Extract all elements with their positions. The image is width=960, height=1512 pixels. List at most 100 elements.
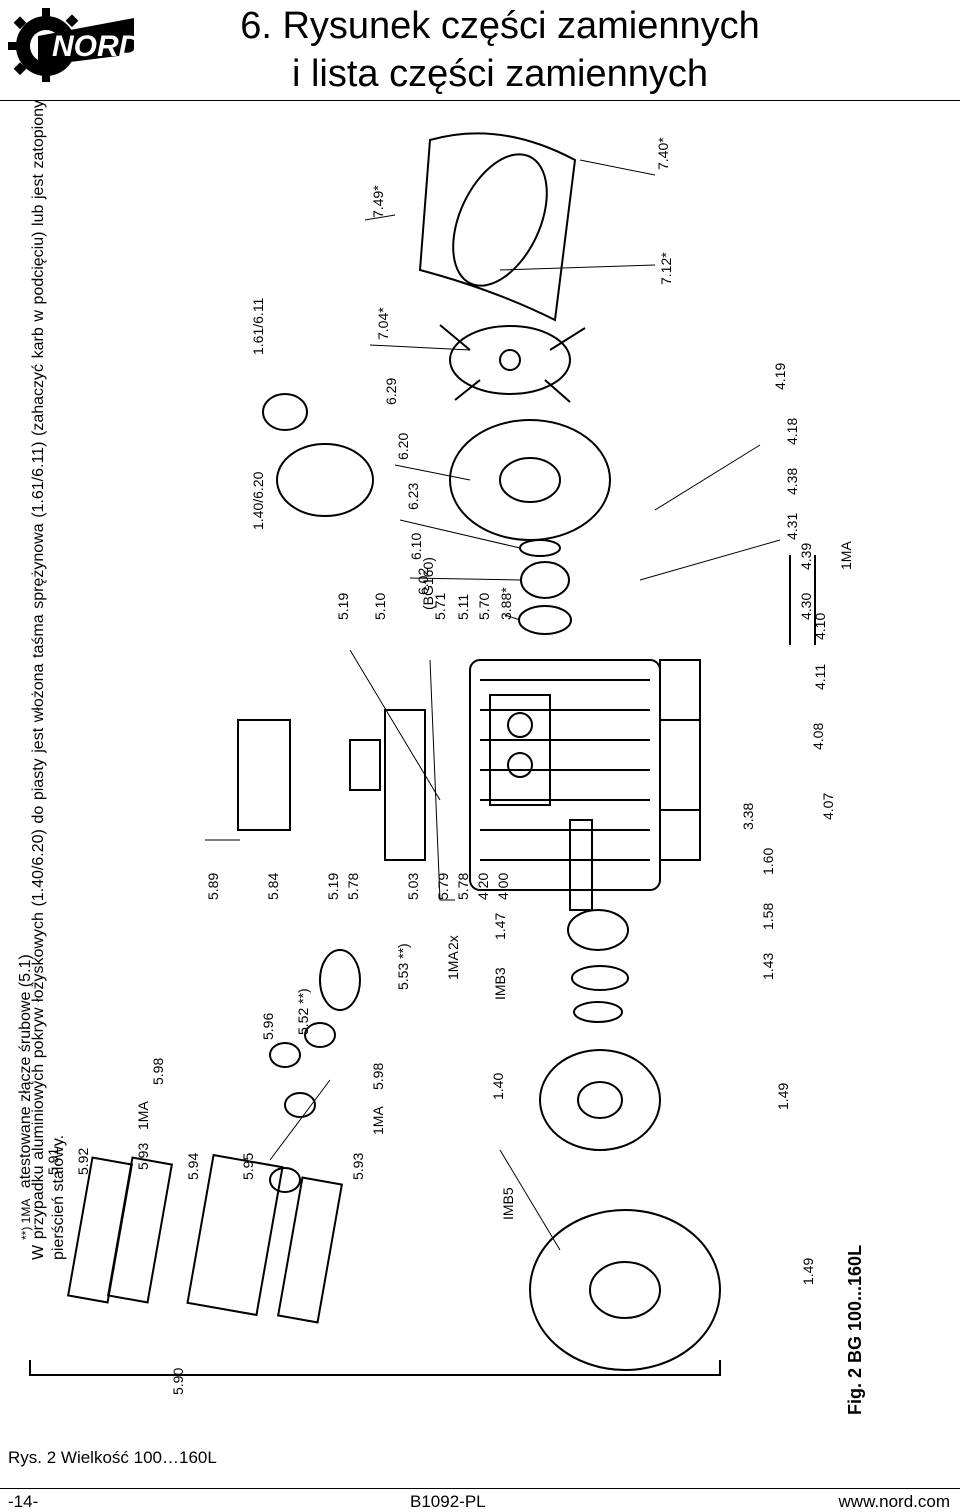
part-label: 1.47: [492, 912, 508, 940]
part-label: IMB3: [492, 967, 508, 1000]
terminal-gasket: [384, 709, 426, 861]
part-label: 5.93: [135, 1142, 151, 1170]
bearing-shield-b3: [539, 1049, 661, 1151]
part-label: 1.49: [800, 1257, 816, 1285]
part-label: 4.00: [495, 872, 511, 900]
seal-ring-1: [269, 1042, 301, 1068]
leader-5-71: [429, 659, 455, 901]
part-label: 5.53 **): [395, 943, 411, 990]
part-label: 1MA: [838, 541, 854, 570]
part-label: 1.61/6.11: [250, 297, 266, 355]
page-title: 6. Rysunek części zamiennych i lista czę…: [150, 2, 850, 98]
part-label: 4.30: [798, 592, 814, 620]
leader-5-93: [269, 1079, 331, 1161]
leader-7-04: [369, 344, 471, 351]
housing-fins: [480, 679, 650, 861]
footnote-text: atestowane złącze śrubowe (5.1): [17, 954, 34, 1189]
part-label: 5.10: [372, 592, 388, 620]
footnote-1ma: **) 1MA atestowane złącze śrubowe (5.1): [16, 860, 36, 1240]
leader-7-49: [364, 214, 396, 221]
cable-entry-1: [507, 712, 533, 738]
part-label: 4.18: [784, 417, 800, 445]
part-label: 1.58: [760, 902, 776, 930]
rear-bearing-shield: [449, 419, 611, 541]
part-label: 5.11: [455, 593, 471, 620]
leader-6-23: [399, 519, 521, 549]
fan: [449, 325, 571, 395]
shaft: [569, 819, 593, 911]
part-label: 4.19: [772, 362, 788, 390]
rear-bearing: [520, 561, 570, 599]
part-label: 6.20: [395, 432, 411, 460]
footnote-mark: **) 1MA: [19, 1198, 33, 1240]
leader-5-10: [349, 649, 441, 801]
figure-label: Fig. 2 BG 100...160L: [845, 1244, 865, 1415]
part-label: 5.94: [185, 1152, 201, 1180]
part-label: 5.98: [150, 1057, 166, 1085]
leader-1-40: [499, 1149, 561, 1251]
leader-7-12: [499, 264, 656, 271]
part-label: 5.96: [260, 1012, 276, 1040]
front-bearing: [567, 909, 629, 951]
rear-ring: [519, 539, 561, 557]
terminal-box: [186, 1153, 284, 1317]
part-label: 5.03: [405, 872, 421, 900]
part-label: 5.52 **): [295, 988, 311, 1035]
part-label: 6.29: [383, 377, 399, 405]
rear-bearing-hub: [499, 457, 561, 503]
part-label: 1.40: [490, 1072, 506, 1100]
website: www.nord.com: [838, 1492, 950, 1511]
terminal-seat: [489, 694, 551, 806]
leader-6-10: [409, 577, 521, 581]
leader-7-40: [579, 159, 656, 176]
bearing-cover: [276, 443, 374, 517]
leader-3-88: [504, 614, 521, 621]
header-rule: [0, 100, 960, 101]
part-label: 2x: [445, 935, 461, 950]
figure-caption: Rys. 2 Wielkość 100…160L: [8, 1448, 217, 1467]
fan-cowl-grille: [452, 153, 548, 287]
cable-gland: [319, 949, 361, 1011]
leader-6-20: [394, 464, 471, 481]
spring-band: [262, 393, 308, 431]
part-label: 4.10: [812, 612, 828, 640]
fan-cowl: [418, 132, 577, 322]
part-label: 1.43: [760, 952, 776, 980]
part-label: 4.11: [812, 663, 828, 690]
part-label: 5.19: [325, 872, 341, 900]
part-label: 7.40*: [655, 137, 671, 170]
part-label: 6.10: [408, 532, 424, 560]
bearing-shield-b3-hub: [577, 1081, 623, 1119]
part-label: 5.89: [205, 872, 221, 900]
terminal-board: [349, 739, 381, 791]
fan-hub: [499, 349, 521, 371]
part-label: 4.38: [784, 467, 800, 495]
blanking-plug-2: [284, 1092, 316, 1118]
part-label: 5.79: [435, 872, 451, 900]
part-label: 4.39: [798, 542, 814, 570]
part-label: 5.92: [75, 1147, 91, 1175]
page-header: NORD 6. Rysunek części zamiennych i list…: [0, 0, 960, 100]
front-ring-2: [573, 1001, 623, 1023]
part-label: IMB5: [500, 1187, 516, 1220]
part-label: 5.93: [350, 1152, 366, 1180]
lid-gasket: [106, 1156, 174, 1304]
title-line-1: 6. Rysunek części zamiennych: [240, 5, 760, 47]
part-label: 5.78: [455, 872, 471, 900]
part-label: 4.31: [784, 512, 800, 540]
leader-4-18: [639, 539, 781, 581]
part-label: 7.49*: [370, 185, 386, 218]
part-label: 1.49: [775, 1082, 791, 1110]
part-label: 5.90: [170, 1367, 186, 1395]
part-label: 5.70: [476, 592, 492, 620]
foot-front: [659, 719, 701, 861]
part-label: 6.23: [405, 482, 421, 510]
front-ring-1: [571, 965, 629, 991]
svg-text:NORD: NORD: [52, 30, 138, 63]
part-label: 5.78: [345, 872, 361, 900]
part-label: 1MA: [135, 1101, 151, 1130]
page-number: -14-: [8, 1492, 39, 1511]
part-label: 3.88*: [498, 587, 514, 620]
part-label: 7.04*: [375, 307, 391, 340]
